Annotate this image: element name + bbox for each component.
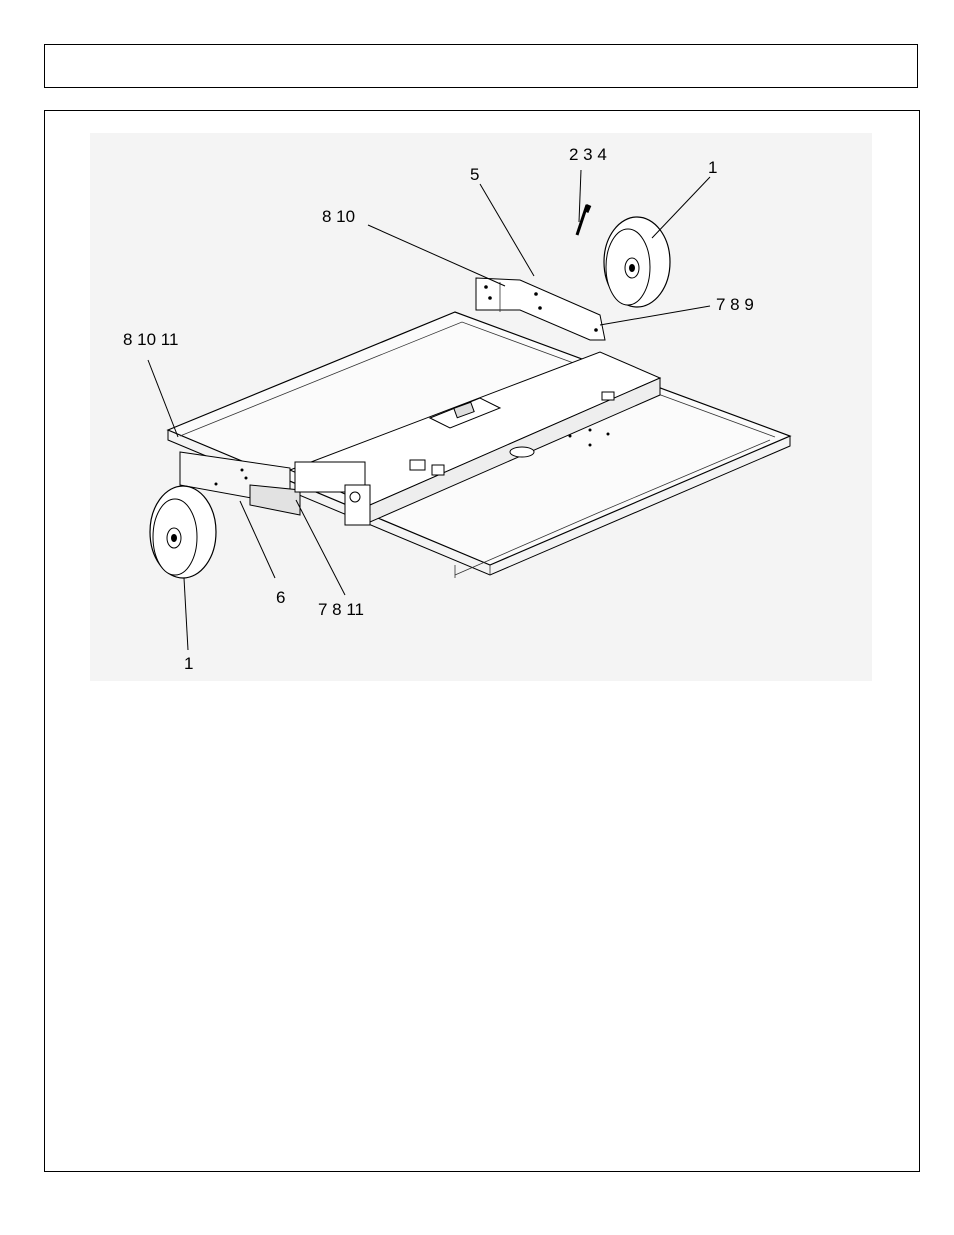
wheel-top-right <box>604 217 670 307</box>
callout-8-10-11: 8 10 11 <box>123 330 178 349</box>
callout-7-8-11: 7 8 11 <box>318 600 364 619</box>
callout-7-8-9: 7 8 9 <box>716 295 754 314</box>
wheel-bottom-left <box>150 486 216 578</box>
callout-2-3-4: 2 3 4 <box>569 145 607 164</box>
callout-1-top: 1 <box>708 158 717 177</box>
callout-8-10-top: 8 10 <box>322 207 355 226</box>
callout-6: 6 <box>276 588 285 607</box>
callout-5: 5 <box>470 165 479 184</box>
callout-1-bottom: 1 <box>184 654 193 673</box>
